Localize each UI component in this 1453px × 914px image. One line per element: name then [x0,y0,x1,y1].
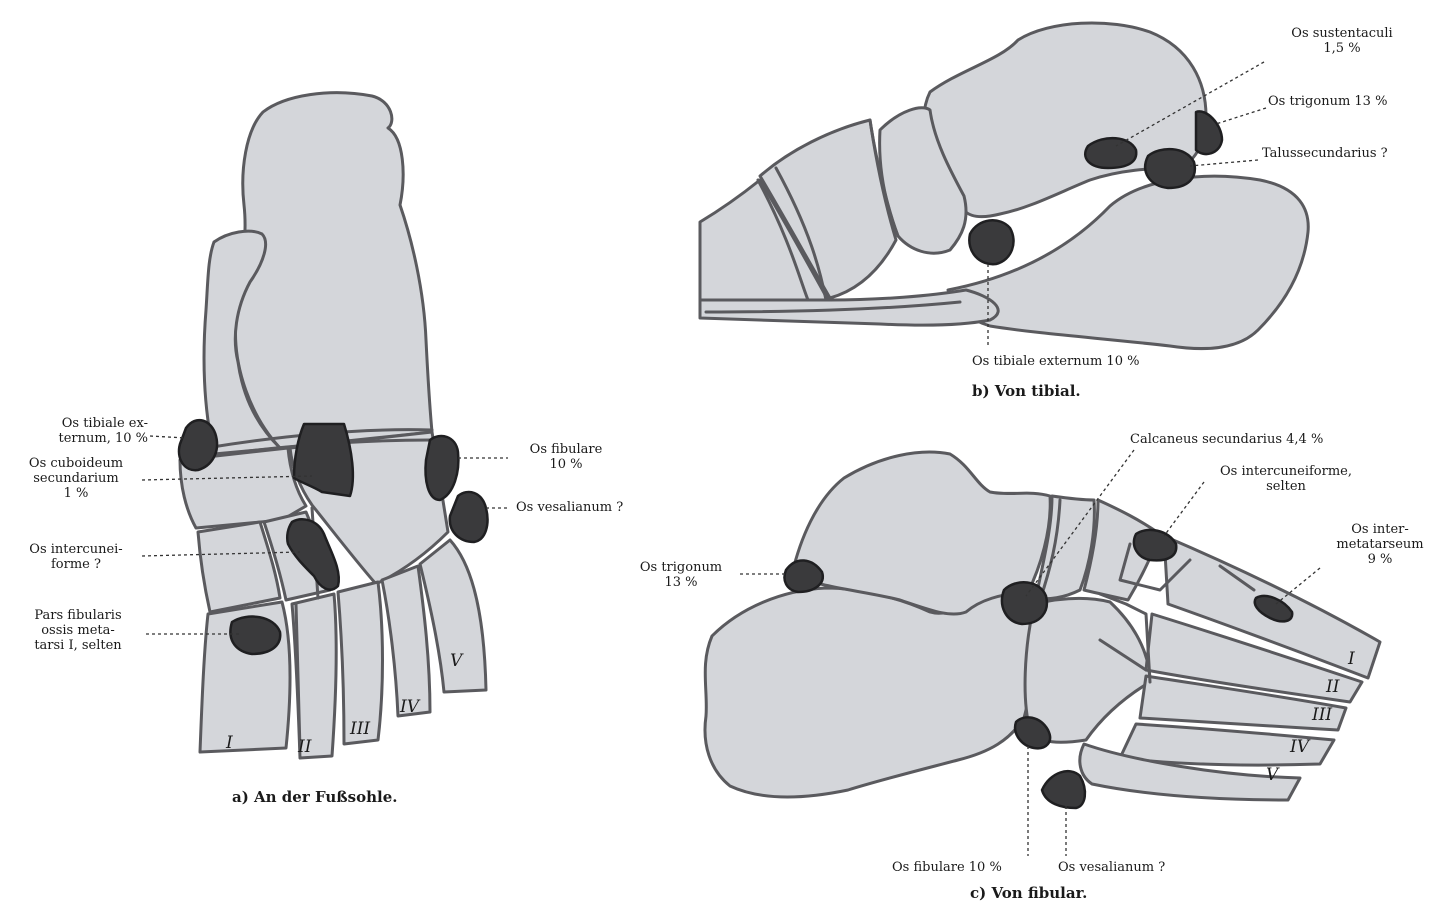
roman-c-4: IV [1289,737,1311,757]
os-trigonum-b [1196,111,1222,154]
label-a-intercuneiforme: Os intercunei- forme ? [10,542,142,572]
label-c-vesalianum: Os vesalianum ? [1058,860,1165,875]
label-a-vesalianum: Os vesalianum ? [516,500,623,515]
roman-a-4: IV [399,697,421,717]
os-calcaneus-secundarius-c [1002,582,1047,624]
panel-b-drawing [700,23,1308,349]
label-c-fibulare: Os fibulare 10 % [892,860,1002,875]
os-vesalianum-c [1042,771,1085,808]
label-c-intercuneiforme: Os intercuneiforme, selten [1190,464,1382,494]
panel-c-drawing: I II III IV V [705,450,1380,856]
caption-a: a) An der Fußsohle. [232,788,397,806]
calcaneus-c [705,588,1033,797]
roman-c-2: II [1325,677,1340,697]
os-tibiale-externum-a [179,420,217,470]
label-c-intermetatarseum: Os inter- metatarseum 9 % [1318,522,1442,567]
panel-a-drawing: I II III IV V [142,93,510,758]
os-fibulare-a [426,436,459,500]
label-a-cuboideum-secundarium: Os cuboideum secundarium 1 % [10,456,142,501]
label-c-trigonum: Os trigonum 13 % [616,560,746,590]
os-talus-secundarius-b [1145,149,1195,188]
cuboid-c [1025,598,1150,742]
label-c-calcaneus-secundarius: Calcaneus secundarius 4,4 % [1130,432,1323,447]
os-tibiale-externum-b [969,220,1013,264]
roman-c-5: V [1266,765,1280,785]
roman-a-3: III [349,719,370,739]
label-b-tibiale-externum: Os tibiale externum 10 % [972,354,1139,369]
roman-a-2: II [297,737,312,757]
label-a-fibulare: Os fibulare 10 % [510,442,622,472]
os-pars-fibularis-a [230,617,280,654]
label-a-tibiale-externum: Os tibiale ex- ternum, 10 % [10,416,148,446]
label-b-sustentaculi: Os sustentaculi 1,5 % [1262,26,1422,56]
roman-c-1: I [1347,649,1355,669]
roman-a-1: I [225,733,233,753]
metatarsal-4-a [382,566,430,716]
caption-c: c) Von fibular. [970,884,1087,902]
label-b-trigonum: Os trigonum 13 % [1268,94,1387,109]
roman-c-3: III [1311,705,1332,725]
label-b-talus-secundarius: Talussecundarius ? [1262,146,1388,161]
calcaneus-a [235,93,432,448]
os-sustentaculi-b [1085,138,1136,168]
os-intercuneiforme-c [1134,530,1176,560]
caption-b: b) Von tibial. [972,382,1081,400]
roman-a-5: V [450,651,464,671]
os-vesalianum-a [450,492,488,542]
os-trigonum-c [785,560,823,592]
label-a-pars-fibularis: Pars fibularis ossis meta- tarsi I, selt… [10,608,146,653]
